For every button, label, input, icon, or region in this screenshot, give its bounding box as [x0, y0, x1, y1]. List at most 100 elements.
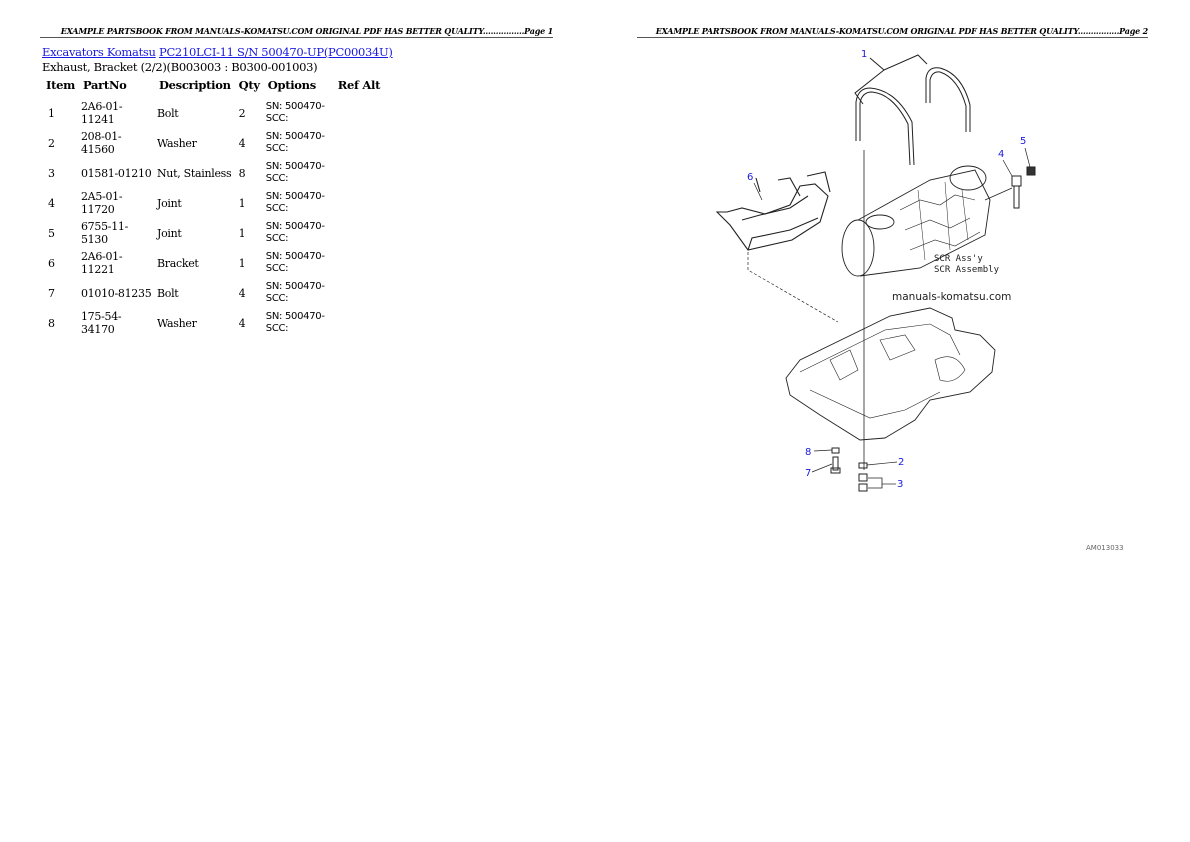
table-row: 8 175-54-34170 Washer 4 SN: 500470-SCC: [42, 308, 384, 338]
hardware-icon [811, 447, 898, 492]
cell-refalt [334, 128, 384, 158]
cell-description: Washer [156, 136, 197, 150]
cell-item: 5 [48, 226, 55, 240]
cell-refalt [334, 248, 384, 278]
table-row: 2 208-01-41560 Washer 4 SN: 500470-SCC: [42, 128, 384, 158]
header-qty: Qty [238, 78, 260, 92]
cell-options: SN: 500470-SCC: [264, 188, 334, 218]
cell-qty: 4 [238, 316, 246, 330]
cell-description: Washer [156, 316, 197, 330]
exploded-parts-drawing [715, 54, 1036, 492]
options-scc: SCC: [265, 203, 289, 214]
table-row: 5 6755-11-5130 Joint 1 SN: 500470-SCC: [42, 218, 384, 248]
page-subtitle: Exhaust, Bracket (2/2)(B003003 : B0300-0… [42, 60, 318, 74]
options-serial: SN: 500470- [265, 161, 325, 172]
table-row: 6 2A6-01-11221 Bracket 1 SN: 500470-SCC: [42, 248, 384, 278]
breadcrumb: Excavators Komatsu PC210LCI-11 S/N 50047… [42, 45, 393, 59]
cell-options: SN: 500470-SCC: [264, 278, 334, 308]
scr-assembly-icon [841, 165, 991, 277]
cell-item: 6 [48, 256, 55, 270]
header-description: Description [158, 78, 231, 92]
cell-item: 2 [48, 136, 55, 150]
cell-partno: 2A5-01-11720 [80, 190, 123, 216]
cell-partno: 01010-81235 [80, 286, 152, 300]
options-scc: SCC: [265, 293, 289, 304]
table-row: 3 01581-01210 Nut, Stainless 8 SN: 50047… [42, 158, 384, 188]
cell-partno: 208-01-41560 [80, 130, 122, 156]
callout-4: 4 [998, 149, 1005, 160]
cell-refalt [334, 158, 384, 188]
scr-assembly-label: SCR Ass'y SCR Assembly [934, 254, 999, 276]
header-refalt: Ref Alt [337, 78, 381, 92]
options-scc: SCC: [265, 173, 289, 184]
cell-description: Bolt [156, 106, 179, 120]
cell-refalt [334, 308, 384, 338]
cell-qty: 1 [238, 226, 246, 240]
table-header-row: Item PartNo Description Qty Options Ref … [42, 76, 384, 98]
options-scc: SCC: [265, 233, 289, 244]
callout-2: 2 [898, 457, 905, 468]
cell-options: SN: 500470-SCC: [264, 98, 334, 128]
cell-partno: 175-54-34170 [80, 310, 122, 336]
cell-qty: 4 [238, 286, 246, 300]
cell-description: Bolt [156, 286, 179, 300]
cell-item: 7 [48, 286, 55, 300]
header-options: Options [267, 78, 316, 92]
watermark: manuals-komatsu.com [892, 291, 1012, 303]
cell-options: SN: 500470-SCC: [264, 128, 334, 158]
cell-description: Joint [156, 226, 182, 240]
cell-refalt [334, 218, 384, 248]
options-scc: SCC: [265, 143, 289, 154]
page-2-header: EXAMPLE PARTSBOOK FROM MANUALS-KOMATSU.C… [637, 26, 1148, 38]
options-scc: SCC: [265, 323, 289, 334]
cell-options: SN: 500470-SCC: [264, 308, 334, 338]
cell-partno: 6755-11-5130 [80, 220, 129, 246]
bracket-icon [715, 171, 831, 251]
cell-qty: 8 [238, 166, 246, 180]
cell-description: Nut, Stainless [156, 166, 232, 180]
cell-partno: 01581-01210 [80, 166, 152, 180]
cell-item: 4 [48, 196, 55, 210]
cell-refalt [334, 278, 384, 308]
cell-description: Bracket [156, 256, 199, 270]
cell-description: Joint [156, 196, 182, 210]
figure-id: AM013033 [1086, 544, 1124, 552]
u-bolt-icon [855, 67, 971, 166]
options-scc: SCC: [265, 263, 289, 274]
cell-refalt [334, 98, 384, 128]
options-serial: SN: 500470- [265, 281, 325, 292]
callout-1: 1 [861, 49, 868, 60]
cell-qty: 4 [238, 136, 246, 150]
cell-qty: 2 [238, 106, 246, 120]
cell-item: 3 [48, 166, 55, 180]
parts-table: Item PartNo Description Qty Options Ref … [42, 76, 384, 338]
table-row: 4 2A5-01-11720 Joint 1 SN: 500470-SCC: [42, 188, 384, 218]
callout-3: 3 [897, 479, 904, 490]
cell-refalt [334, 188, 384, 218]
cell-qty: 1 [238, 256, 246, 270]
header-item: Item [46, 78, 75, 92]
options-serial: SN: 500470- [265, 101, 325, 112]
model-link[interactable]: PC210LCI-11 S/N 500470-UP(PC00034U) [159, 45, 393, 59]
callout-6: 6 [747, 172, 754, 183]
cell-item: 8 [48, 316, 55, 330]
frame-icon [785, 307, 996, 441]
options-serial: SN: 500470- [265, 191, 325, 202]
page-1-header: EXAMPLE PARTSBOOK FROM MANUALS-KOMATSU.C… [40, 26, 553, 38]
options-serial: SN: 500470- [265, 251, 325, 262]
joint-icon [984, 166, 1036, 209]
cell-options: SN: 500470-SCC: [264, 248, 334, 278]
callout-7: 7 [805, 468, 812, 479]
cell-item: 1 [48, 106, 55, 120]
cell-options: SN: 500470-SCC: [264, 158, 334, 188]
scr-label-line2: SCR Assembly [934, 265, 1000, 275]
scr-label-line1: SCR Ass'y [934, 254, 983, 264]
options-serial: SN: 500470- [265, 311, 325, 322]
options-serial: SN: 500470- [265, 131, 325, 142]
cell-qty: 1 [238, 196, 246, 210]
cell-partno: 2A6-01-11221 [80, 250, 123, 276]
category-link[interactable]: Excavators Komatsu [42, 45, 156, 59]
cell-partno: 2A6-01-11241 [80, 100, 123, 126]
options-serial: SN: 500470- [265, 221, 325, 232]
table-row: 1 2A6-01-11241 Bolt 2 SN: 500470-SCC: [42, 98, 384, 128]
